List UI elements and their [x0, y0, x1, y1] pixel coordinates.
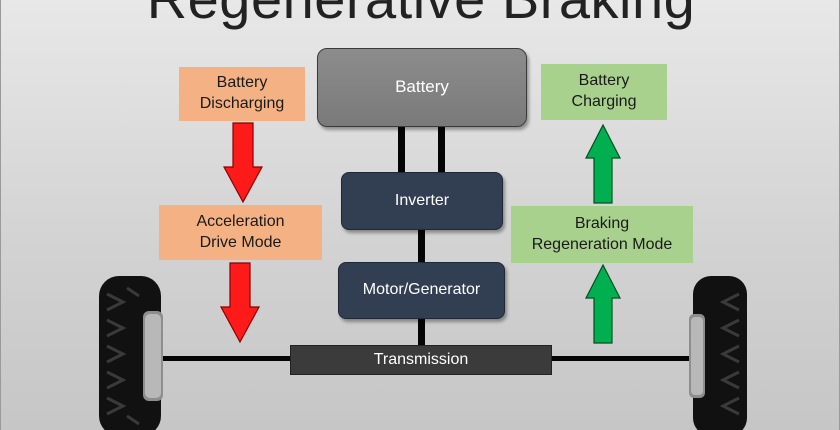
wheel-left-icon — [99, 276, 163, 430]
discharge-arrow-lower-icon — [219, 262, 261, 344]
battery-inverter-line-left — [398, 125, 405, 173]
braking-regeneration-mode-box: Braking Regeneration Mode — [511, 206, 693, 263]
charge-arrow-upper-icon — [585, 123, 621, 204]
battery-discharging-box: Battery Discharging — [179, 67, 305, 121]
battery-inverter-line-right — [438, 125, 445, 173]
discharge-arrow-upper-icon — [222, 122, 264, 204]
battery-charging-box: Battery Charging — [541, 64, 667, 120]
charge-arrow-lower-icon — [585, 263, 621, 344]
inverter-motor-line — [418, 230, 425, 262]
transmission-box: Transmission — [290, 345, 552, 375]
acceleration-drive-mode-box: Acceleration Drive Mode — [159, 205, 322, 260]
inverter-box: Inverter — [341, 172, 503, 230]
wheel-right-icon — [689, 276, 747, 430]
battery-box: Battery — [317, 48, 527, 127]
axle-right — [551, 356, 696, 361]
motor-generator-box: Motor/Generator — [338, 262, 505, 319]
diagram-title: Regenerative Braking — [1, 0, 839, 31]
motor-transmission-line — [418, 318, 425, 346]
axle-left — [161, 356, 291, 361]
